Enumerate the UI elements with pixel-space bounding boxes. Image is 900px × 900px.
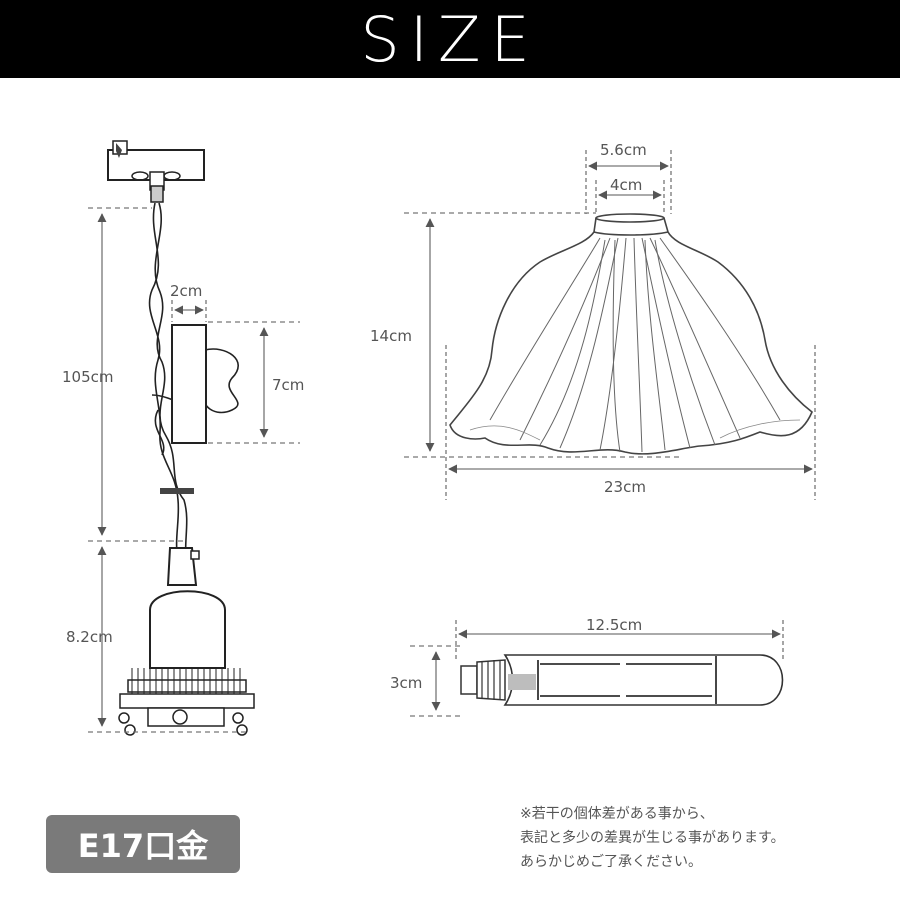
socket-height-label: 8.2cm [66, 628, 113, 646]
ceiling-plug [107, 140, 205, 203]
header-bar: SIZE [0, 0, 900, 78]
disclaimer-note: ※若干の個体差がある事から、 表記と多少の差異が生じる事があります。 あらかじめ… [520, 802, 890, 874]
socket-type-badge: E17口金 [46, 815, 240, 873]
note-line: ※若干の個体差がある事から、 [520, 806, 714, 822]
note-line: あらかじめご了承ください。 [520, 854, 702, 870]
pendant-illustration [107, 140, 255, 736]
bulb-diameter-label: 3cm [390, 674, 422, 692]
bulb-illustration [460, 654, 784, 706]
glass-shade-illustration [449, 213, 813, 455]
cord-holder-height-label: 7cm [272, 376, 304, 394]
bulb-dimensions [410, 620, 784, 717]
shade-top-outer-label: 5.6cm [600, 141, 647, 159]
shade-width-label: 23cm [604, 478, 646, 496]
socket [118, 547, 255, 736]
cord-clamp [160, 488, 194, 494]
cord-holder [171, 324, 207, 444]
twisted-cord [148, 202, 239, 561]
bulb-length-label: 12.5cm [586, 616, 642, 634]
shade-dimensions [404, 150, 816, 500]
note-line: 表記と多少の差異が生じる事があります。 [520, 830, 785, 846]
pendant-dimensions [88, 207, 300, 733]
shade-top-inner-label: 4cm [610, 176, 642, 194]
cord-holder-width-label: 2cm [170, 282, 202, 300]
page-title: SIZE [360, 2, 540, 76]
cord-length-label: 105cm [62, 368, 114, 386]
shade-height-label: 14cm [370, 327, 412, 345]
